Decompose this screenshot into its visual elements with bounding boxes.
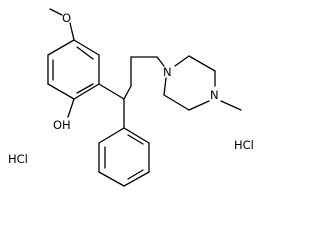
chemical-structure: O OH N N HCl HCl [8,8,254,187]
salt-labels: HCl HCl [8,138,254,166]
nitrogen-label: N [163,65,172,79]
hcl-salt-left: HCl [8,152,28,166]
hydroxyl-label: OH [53,118,71,132]
hcl-salt-right: HCl [234,138,254,152]
bond-lines [47,8,242,187]
atom-labels: O OH N N [53,11,219,132]
nitrogen-label: N [210,88,219,102]
oxygen-label: O [62,11,71,25]
